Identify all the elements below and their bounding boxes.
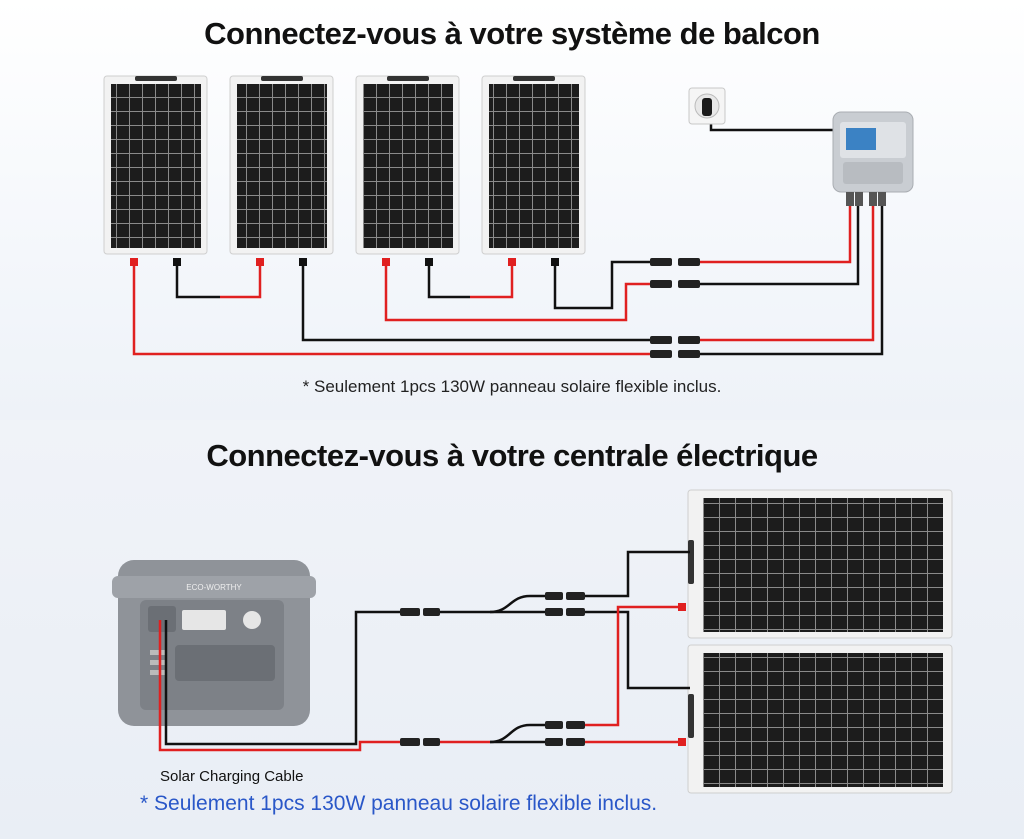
station-title: Connectez-vous à votre centrale électriq… (206, 438, 818, 473)
mc4-connector-icon (650, 258, 700, 358)
balcony-title: Connectez-vous à votre système de balcon (204, 16, 820, 51)
balcony-note: * Seulement 1pcs 130W panneau solaire fl… (302, 377, 722, 396)
solar-panel-3 (355, 75, 460, 255)
panel-terminals (130, 258, 559, 266)
solar-panel-2 (229, 75, 334, 255)
solar-panel-4 (481, 75, 586, 255)
mc4-connector-icon (400, 592, 686, 746)
solar-charging-cable-label: Solar Charging Cable (160, 768, 304, 785)
station-brand: ECO-WORTHY (186, 583, 242, 592)
wall-socket-icon (688, 87, 726, 125)
solar-panel-h1 (687, 489, 953, 639)
station-wires (158, 550, 690, 752)
solar-panel-1 (103, 75, 208, 255)
station-note: * Seulement 1pcs 130W panneau solaire fl… (140, 792, 658, 815)
solar-panel-h2 (687, 644, 953, 794)
micro-inverter-icon (832, 111, 914, 206)
